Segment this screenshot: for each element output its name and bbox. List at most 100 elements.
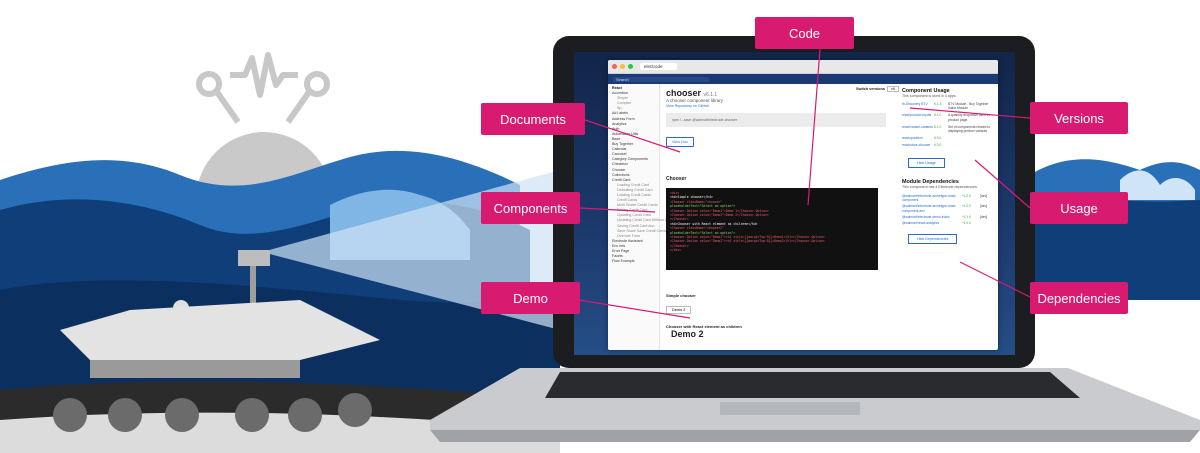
dependency-type: [dev]	[980, 193, 988, 198]
sidebar-item[interactable]: Accordion	[612, 91, 628, 96]
sidebar-item[interactable]: Flow Example	[612, 259, 635, 264]
sidebar-item[interactable]: Updating Credit Card Without Adding	[617, 218, 676, 223]
demo-simple-label: Simple chooser	[666, 293, 696, 298]
usage-version: 6.0.0	[934, 143, 942, 148]
minimize-dot-icon[interactable]	[620, 64, 625, 69]
hide-usage-button[interactable]: Hide Usage	[908, 157, 945, 168]
usage-title: Component Usage	[902, 88, 950, 94]
dependency-type: [dev]	[980, 204, 988, 209]
code-line: <Chooser className="chooser"	[670, 199, 723, 204]
dependency-link[interactable]: @walmart/react-analytics	[902, 221, 940, 226]
code-line: placeholderText="Select an option">	[670, 204, 736, 209]
callout-code: Code	[755, 17, 854, 49]
usage-app-link[interactable]: react/store-chooser	[902, 143, 931, 148]
sidebar-item[interactable]: Multi Tender Credit Cards	[617, 203, 658, 208]
code-line: </div>	[670, 248, 682, 253]
callout-versions: Versions	[1030, 102, 1128, 134]
code-line: </Chooser>	[670, 217, 689, 222]
usage-app-link[interactable]: react/question	[902, 136, 923, 141]
view-doc-button[interactable]: View Doc	[666, 137, 694, 147]
sidebar-item[interactable]: Saving Credit Card Ano	[617, 223, 655, 228]
code-line: <Chooser.Option value="Demo2"><h1 style=…	[670, 239, 825, 244]
close-dot-icon[interactable]	[612, 64, 617, 69]
demo-simple-select[interactable]: Demo 2	[666, 306, 692, 314]
version-select[interactable]: v6	[886, 86, 899, 92]
sidebar-item[interactable]: Override Form	[617, 233, 641, 238]
demo-children-label: Chooser with React element as children	[666, 324, 742, 329]
sidebar-item[interactable]: Chooser	[612, 167, 626, 172]
usage-app-link[interactable]: react/variant-variants	[902, 124, 933, 129]
dependencies-table: @walmart/electrode-archetype-react-compo…	[902, 194, 996, 226]
dependency-link[interactable]: @walmart/electrode-demo-index	[902, 214, 950, 219]
maximize-dot-icon[interactable]	[628, 64, 633, 69]
usage-version: 6.1.0	[934, 113, 942, 118]
sidebar-item[interactable]: Updating Credit Card	[617, 213, 651, 218]
usage-description: A quantity dropdown used in product page…	[948, 113, 990, 122]
right-panel: Component Usage This component is used i…	[902, 84, 996, 350]
code-line: <Chooser.Option value="Demo1">Demo 1</Ch…	[670, 208, 769, 213]
sidebar-item[interactable]: Complex	[617, 101, 632, 106]
dependency-type: [dev]	[980, 214, 988, 219]
sidebar-item[interactable]: Loading Credit Card	[617, 182, 650, 187]
dependency-link[interactable]: @walmart/electrode-archetype-react-compo…	[902, 193, 957, 202]
dependency-row: @walmart/electrode-archetype-react-compo…	[902, 204, 996, 213]
usage-description: Set of components related to displaying …	[948, 124, 991, 134]
dependencies-subtitle: This component has 4 Electrode dependenc…	[902, 184, 978, 189]
sidebar-item[interactable]: Simple	[617, 96, 628, 101]
sidebar-item[interactable]: Sp...	[617, 106, 625, 111]
sidebar-item[interactable]: Defaulting Credit Card	[617, 187, 653, 192]
code-line: </Chooser>	[670, 243, 689, 248]
sidebar-item[interactable]: Save Share Save Credit Cards	[617, 228, 667, 233]
dependencies-title: Module Dependencies	[902, 178, 959, 185]
browser-tab[interactable]: electrode	[640, 63, 677, 70]
dependency-link[interactable]: @walmart/electrode-archetype-react-compo…	[902, 204, 957, 213]
code-line: <h4>Chooser with React element as childr…	[670, 221, 758, 226]
dependency-version: ^1.0.0	[962, 204, 971, 209]
sidebar-item[interactable]: Category Components	[612, 157, 648, 162]
sidebar-item: React	[612, 86, 622, 90]
sidebar-item[interactable]: Checkbox	[612, 162, 628, 167]
browser-chrome: electrode	[608, 60, 998, 74]
demo-children-select[interactable]: Demo 2	[671, 329, 704, 339]
sidebar-item[interactable]: Ad Labels	[612, 111, 628, 116]
sidebar-item[interactable]: Electrode Assistant	[612, 238, 643, 243]
usage-app-link[interactable]: react/product-inputs	[902, 113, 932, 118]
usage-version: 6.1.3	[934, 102, 942, 106]
code-line: <div>	[670, 191, 680, 195]
usage-app-link[interactable]: th-Discovery BTV	[902, 102, 928, 106]
callout-demo: Demo	[481, 282, 580, 314]
sidebar-item[interactable]: Env Info	[612, 243, 626, 248]
switch-label: Switch versions	[856, 87, 885, 91]
repo-link[interactable]: View Repository on GitHub	[666, 104, 710, 108]
code-line: <Chooser className="chooser2"	[670, 226, 725, 231]
component-description: A chooser component library	[666, 98, 724, 103]
component-version: v6.1.1	[703, 92, 718, 98]
code-block: <div> <h4>Simple chooser</h4> <Chooser c…	[666, 188, 878, 270]
callout-documents: Documents	[481, 103, 585, 135]
search-input[interactable]: Search	[613, 76, 709, 82]
sidebar-item[interactable]: Collections	[612, 172, 630, 177]
hide-dependencies-button[interactable]: Hide Dependencies	[908, 234, 958, 245]
search-bar: Search	[608, 74, 998, 84]
dependency-row: @walmart/electrode-archetype-react-compo…	[902, 194, 996, 203]
dependency-version: ^1.0.0	[962, 193, 971, 198]
dependency-version: ^1.0.0	[962, 221, 971, 226]
sidebar-item[interactable]: Error Page	[612, 249, 630, 253]
sidebar-item[interactable]: Facets	[612, 254, 623, 259]
sidebar-item[interactable]: Carousel	[612, 152, 627, 157]
rover-illustration-icon	[53, 250, 380, 432]
sidebar-item[interactable]: Loading Credit Cards	[617, 192, 651, 197]
main-content: chooser v6.1.1 A chooser component libra…	[666, 84, 886, 350]
sidebar-item[interactable]: Credit Cards	[617, 198, 638, 203]
sidebar-item[interactable]: Address Form	[612, 116, 635, 121]
code-line: <Chooser.Option value="Demo2">Demo 2</Ch…	[670, 213, 769, 218]
sidebar-item[interactable]: Credit Card	[612, 177, 631, 182]
